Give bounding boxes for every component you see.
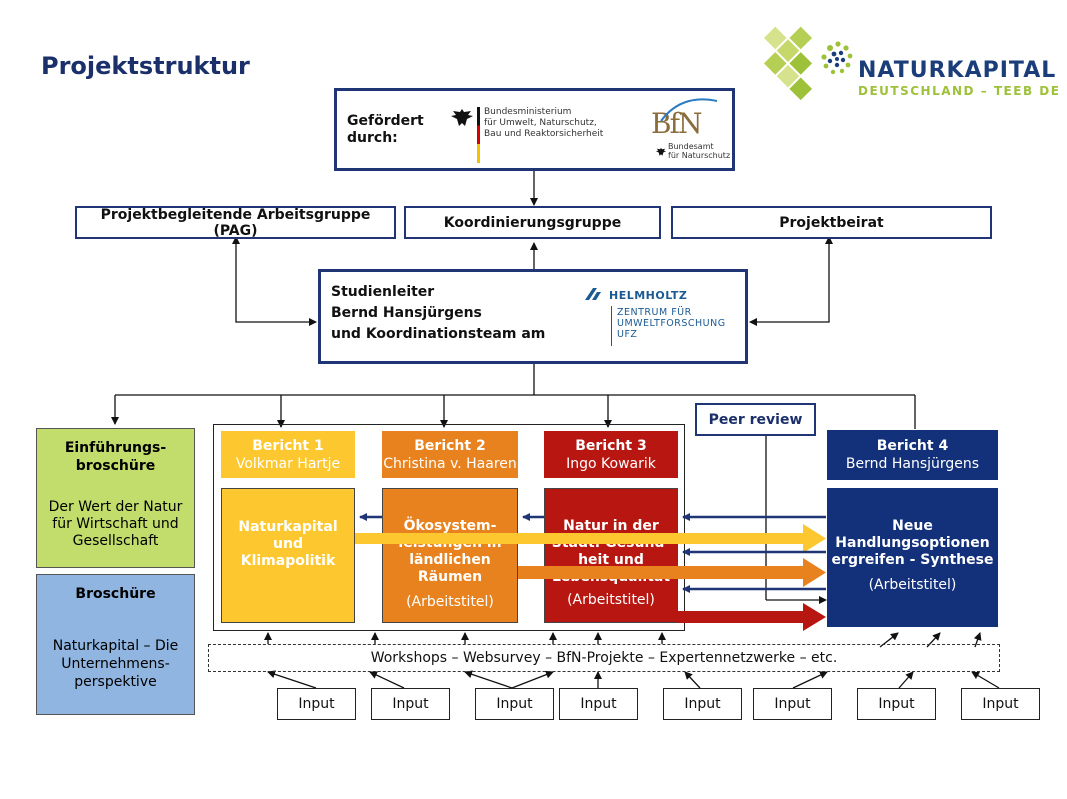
bericht2-title: Bericht 2 (414, 437, 486, 454)
broschuere-box: Broschüre Naturkapital – Die Unternehmen… (36, 574, 195, 715)
bericht4-title: Bericht 4 (876, 438, 949, 454)
funding-box: Gefördert durch: Bundesministerium für U… (334, 88, 735, 171)
arrow-pag-lead (232, 236, 317, 326)
bfn-eagle-icon (655, 147, 667, 156)
workshops-bar: Workshops – Websurvey – BfN-Projekte – E… (208, 644, 1000, 672)
flow-bar-yellow (355, 533, 803, 544)
input-box: Input (559, 688, 638, 720)
einfuehrungsbroschuere-box: Einführungs- broschüre Der Wert der Natu… (36, 428, 195, 568)
ufz-text: ZENTRUM FÜR UMWELTFORSCHUNG UFZ (617, 307, 726, 340)
broschuere-heading: Broschüre (75, 586, 156, 602)
bfn-logo: BfN (651, 107, 702, 140)
reports-frame (213, 424, 685, 631)
bericht3-note: (Arbeitstitel) (567, 592, 655, 608)
flow-head-yellow (803, 524, 826, 553)
flow-bar-red (678, 611, 803, 623)
input-box: Input (961, 688, 1040, 720)
studienleiter-box: Studienleiter Bernd Hansjürgens und Koor… (318, 269, 748, 364)
peer-review-box: Peer review (695, 403, 816, 436)
flow-head-orange (803, 558, 826, 587)
helmholtz-text: HELMHOLTZ (609, 289, 688, 302)
bericht2-header: Bericht 2 Christina v. Haaren (382, 431, 518, 478)
arrow-beirat-lead (749, 236, 833, 326)
bfn-text: Bundesamt für Naturschutz (668, 142, 731, 160)
funding-label: Gefördert durch: (347, 113, 424, 146)
input-box: Input (277, 688, 356, 720)
input-box: Input (857, 688, 936, 720)
input-box: Input (663, 688, 742, 720)
bericht2-note: (Arbeitstitel) (406, 594, 494, 610)
input-box: Input (371, 688, 450, 720)
bericht1-header: Bericht 1 Volkmar Hartje (221, 431, 355, 478)
bericht4-note: (Arbeitstitel) (868, 577, 957, 593)
flow-head-red (803, 603, 826, 631)
flow-bar-orange (518, 566, 803, 579)
german-flag-stripe (477, 107, 480, 163)
bericht2-author: Christina v. Haaren (383, 455, 517, 472)
page-title: Projektstruktur (41, 52, 250, 80)
einfuehrung-heading: Einführungs- broschüre (64, 440, 167, 474)
projektbeirat-box: Projektbeirat (671, 206, 992, 239)
bmu-text: Bundesministerium für Umwelt, Naturschut… (484, 107, 604, 139)
bericht1-title: Bericht 1 (252, 437, 324, 454)
bericht4-header: Bericht 4 Bernd Hansjürgens (827, 430, 998, 480)
bericht1-content: Naturkapital und Klimapolitik (221, 488, 355, 623)
bfn-swoosh-icon (660, 98, 718, 122)
bericht1-author: Volkmar Hartje (235, 455, 341, 472)
bericht3-title: Bericht 3 (575, 437, 647, 454)
studienleiter-text: Studienleiter Bernd Hansjürgens und Koor… (331, 284, 546, 342)
naturkapital-logo-icon (763, 26, 853, 101)
bericht4-content: Neue Handlungsoptionen ergreifen - Synth… (827, 488, 998, 627)
koordinierungsgruppe-box: Koordinierungsgruppe (404, 206, 661, 239)
input-box: Input (753, 688, 832, 720)
eagle-icon (451, 109, 473, 126)
bericht4-author: Bernd Hansjürgens (845, 456, 980, 472)
brand-subtitle: DEUTSCHLAND – TEEB DE (858, 84, 1061, 98)
bericht3-author: Ingo Kowarik (566, 455, 656, 472)
pag-box: Projektbegleitende Arbeitsgruppe (PAG) (75, 206, 396, 239)
helmholtz-icon (585, 288, 601, 300)
input-box: Input (475, 688, 554, 720)
bericht3-header: Bericht 3 Ingo Kowarik (544, 431, 678, 478)
ufz-divider (611, 306, 612, 346)
einfuehrung-body: Der Wert der Natur für Wirtschaft und Ge… (48, 499, 183, 549)
brand-name: NATURKAPITAL (858, 58, 1057, 83)
broschuere-body: Naturkapital – Die Unternehmens- perspek… (52, 638, 179, 690)
